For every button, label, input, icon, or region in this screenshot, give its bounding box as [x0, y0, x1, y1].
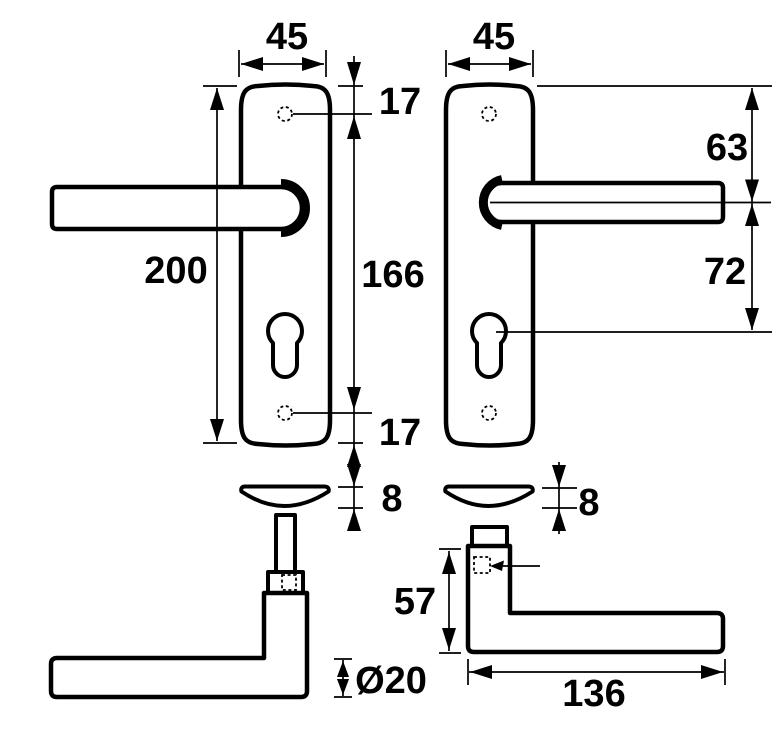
- square-spindle-hole-left: [281, 574, 297, 591]
- lever-left: [49, 184, 305, 232]
- dim-label-200: 200: [144, 250, 207, 292]
- dim-plate-height-200: 200: [144, 85, 237, 444]
- dim-plate-width-right: 45: [445, 16, 534, 77]
- backplate-left: [238, 82, 333, 448]
- dim-column-left: 17 166 17 8: [293, 56, 425, 531]
- screw-hole-top-right: [481, 106, 497, 122]
- dim-cover-thickness-right: 8: [542, 462, 600, 534]
- dim-column-right: 63 72: [496, 85, 772, 333]
- lever-collar-left: [280, 179, 310, 237]
- backplate-right: [443, 82, 536, 448]
- dim-label-8-right: 8: [578, 482, 599, 524]
- spindle-leader-arrowhead: [490, 560, 504, 571]
- dim-label-72: 72: [704, 251, 746, 293]
- dim-label-166: 166: [361, 254, 424, 296]
- screw-hole-bottom-left: [277, 405, 293, 421]
- side-view-left: [48, 484, 331, 700]
- dim-label-136: 136: [562, 673, 625, 715]
- dim-label-45-right: 45: [473, 16, 515, 58]
- euro-cylinder-cutout-right: [470, 311, 508, 379]
- dim-label-63: 63: [706, 127, 748, 169]
- dim-label-17-top: 17: [379, 81, 421, 123]
- side-view-right: [443, 484, 726, 655]
- dim-label-o20: Ø20: [355, 660, 427, 702]
- euro-cylinder-cutout-left: [266, 311, 304, 379]
- lever-collar-right: [478, 175, 504, 230]
- spindle: [274, 513, 297, 575]
- cover-plate-profile-right: [443, 484, 535, 508]
- dim-handle-length-136: 136: [467, 659, 726, 715]
- screw-hole-top-left: [277, 106, 293, 122]
- square-spindle-hole-right: [473, 556, 491, 574]
- dim-plate-width-left: 45: [238, 16, 327, 77]
- handle-profile-right: [465, 543, 726, 655]
- dim-label-8-left: 8: [381, 478, 402, 520]
- cover-plate-profile-left: [239, 484, 331, 508]
- dim-grip-diameter: Ø20: [334, 658, 427, 702]
- dim-label-45-left: 45: [266, 16, 308, 58]
- front-view-right-handle: [443, 82, 771, 448]
- dim-handle-depth-57: 57: [394, 548, 461, 654]
- dim-label-17-bottom: 17: [379, 412, 421, 454]
- front-view-left-handle: [49, 82, 333, 448]
- screw-hole-bottom-right: [481, 405, 497, 421]
- dim-label-57: 57: [394, 581, 436, 623]
- handle-neck-right: [470, 525, 509, 548]
- handle-profile-left: [48, 590, 310, 700]
